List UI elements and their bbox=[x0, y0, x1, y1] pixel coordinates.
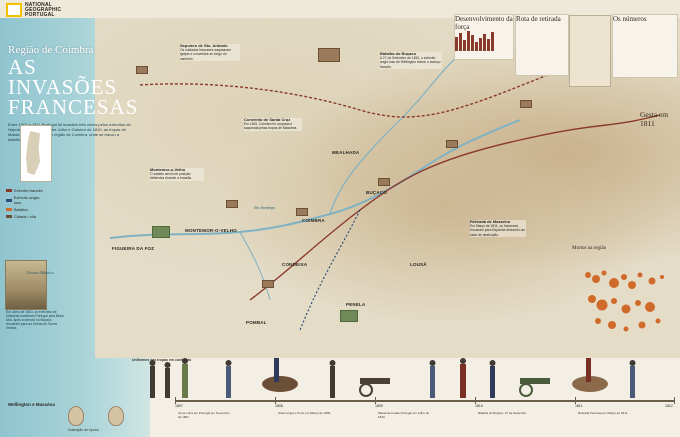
timeline-year: 1810 bbox=[475, 404, 483, 408]
coimbra-building bbox=[296, 208, 308, 216]
forces-bar bbox=[483, 34, 486, 51]
timeline-year: 1811 bbox=[575, 404, 583, 408]
convent-building bbox=[318, 48, 340, 62]
place-mealhada: MEALHADA bbox=[332, 150, 360, 155]
legend-item: Exército anglo-luso bbox=[6, 195, 46, 205]
place-bucaco: BUÇACO bbox=[366, 190, 387, 195]
forces-bar bbox=[475, 42, 478, 51]
forces-bar bbox=[467, 31, 470, 51]
page-title: AS INVASÕES FRANCESAS bbox=[8, 55, 139, 119]
montemor-castle bbox=[152, 226, 170, 238]
deaths-title: Mortos na região bbox=[572, 246, 607, 251]
french-route bbox=[139, 69, 561, 118]
village-building bbox=[446, 140, 458, 148]
place-figueira: FIGUEIRA DA FOZ bbox=[112, 246, 155, 251]
facts-box: Os números bbox=[612, 14, 678, 78]
place-penela: PENELA bbox=[346, 302, 366, 307]
annotation: Sepulcro de Sto. António Os soldados fra… bbox=[180, 43, 240, 61]
place-montemor: MONTEMOR-O-VELHO bbox=[185, 228, 237, 233]
forces-title: Desenvolvimento da força bbox=[455, 15, 513, 31]
river-label: Rio Mondego bbox=[254, 206, 275, 210]
timeline-year: 1807 bbox=[175, 404, 183, 408]
forces-bar bbox=[459, 33, 462, 51]
bucaco-building bbox=[378, 178, 390, 186]
annotation: Montemor-o-Velho O castelo serviu de pos… bbox=[150, 167, 204, 181]
place-lousa: LOUSÃ bbox=[410, 262, 427, 267]
portrait-wellington bbox=[68, 406, 84, 426]
place-pombal: POMBAL bbox=[246, 320, 267, 325]
french-route-2 bbox=[249, 114, 661, 301]
uniforms-label: Uniformes das tropas em confronto bbox=[132, 358, 192, 362]
portrait-massena bbox=[108, 406, 124, 426]
condeixa-building bbox=[262, 280, 274, 288]
title-block: Região de Coimbra AS INVASÕES FRANCESAS … bbox=[8, 44, 138, 142]
ocean-label: Oceano Atlântico bbox=[26, 270, 55, 275]
timeline-note: Junot entra em Portugal em Novembro de 1… bbox=[178, 411, 230, 419]
forces-bars bbox=[455, 31, 513, 51]
portugal-locator-map bbox=[20, 125, 52, 182]
timeline bbox=[175, 397, 675, 404]
timeline-year: 1809 bbox=[375, 404, 383, 408]
timeline-note: Soult ocupa o Porto em Março de 1809. bbox=[278, 411, 332, 415]
forces-bar bbox=[471, 35, 474, 51]
left-caption: Em Julho de 1810, os exércitos de Massén… bbox=[6, 310, 64, 331]
bottom-heading: Wellington e Masséna bbox=[8, 402, 55, 407]
historical-painting bbox=[5, 260, 47, 310]
annotation: Batalha do Buçaco A 27 de Setembro de 18… bbox=[380, 51, 442, 69]
village-building bbox=[520, 100, 532, 108]
forces-bar bbox=[491, 32, 494, 51]
brand-name: NATIONAL GEOGRAPHIC PORTUGAL bbox=[25, 2, 62, 18]
map-legend: Exército francês Exército anglo-luso Bat… bbox=[6, 188, 46, 221]
forces-bar bbox=[487, 39, 490, 51]
retreat-title: Rota de retirada bbox=[516, 15, 561, 23]
uniforms-illustration bbox=[149, 358, 636, 398]
retreat-mini-map bbox=[569, 15, 611, 87]
facts-title: Os números bbox=[613, 15, 647, 23]
legend-item: Batalha bbox=[6, 207, 46, 212]
legend-item: Cidade / vila bbox=[6, 214, 46, 219]
timeline-year: 1812 bbox=[665, 404, 673, 408]
tributary-river bbox=[329, 44, 471, 215]
deaths-dot-map bbox=[585, 270, 664, 332]
national-geographic-logo-icon bbox=[6, 3, 22, 17]
retreat-box: Rota de retirada bbox=[515, 14, 569, 76]
forces-bar bbox=[479, 38, 482, 51]
timeline-note: Batalha do Buçaco, 27 de Setembro. bbox=[478, 411, 528, 415]
timeline-note: Retirada francesa em Março de 1811. bbox=[578, 411, 629, 415]
gemma-title: Gesta em 1811 bbox=[640, 110, 669, 128]
legend-item: Exército francês bbox=[6, 188, 46, 193]
timeline-note: Masséna invade Portugal em Julho de 1810… bbox=[378, 411, 430, 419]
allied-route bbox=[299, 209, 361, 331]
timeline-year: 1808 bbox=[275, 404, 283, 408]
annotation: Convento de Santa Cruz Em 1810, Coimbra … bbox=[244, 117, 302, 131]
annotation: Retirada de Masséna Em Março de 1811, os… bbox=[470, 219, 526, 237]
top-bar bbox=[0, 0, 680, 18]
tributary-river-2 bbox=[239, 231, 271, 301]
forces-bar bbox=[455, 37, 458, 51]
painting-caption: Ilustração de época bbox=[68, 428, 99, 432]
region-subtitle: Região de Coimbra bbox=[8, 44, 94, 56]
village-building bbox=[136, 66, 148, 74]
forces-bar bbox=[463, 40, 466, 51]
penela-castle bbox=[340, 310, 358, 322]
forces-box: Desenvolvimento da força bbox=[454, 14, 514, 60]
place-condeixa: CONDEIXA bbox=[282, 262, 308, 267]
place-coimbra: COIMBRA bbox=[302, 218, 325, 223]
village-building bbox=[226, 200, 238, 208]
